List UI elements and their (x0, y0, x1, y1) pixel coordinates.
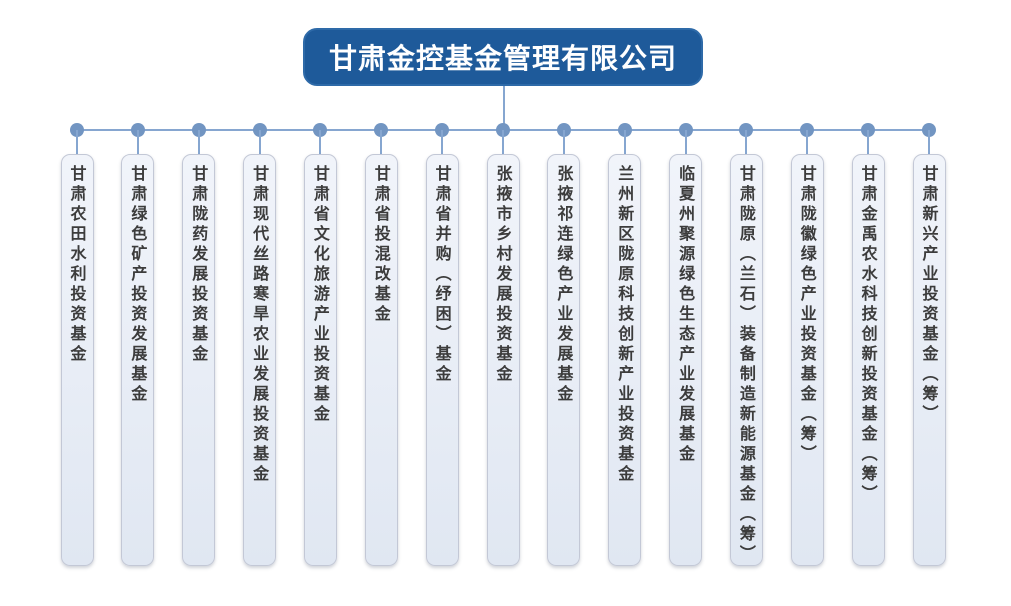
fund-box: 甘肃省并购（纾困）基金 (425, 154, 459, 566)
fund-box: 甘肃新兴产业投资基金（筹） (912, 154, 946, 566)
fund-box: 甘肃现代丝路寒旱农业发展投资基金 (243, 154, 277, 566)
root-stem-line (503, 86, 505, 130)
connector-drop-line (928, 130, 930, 154)
connector-drop-line (319, 130, 322, 154)
fund-box: 甘肃陇原（兰石）装备制造新能源基金（筹） (729, 154, 763, 566)
fund-label: 甘肃省文化旅游产业投资基金 (310, 165, 330, 425)
fund-label: 临夏州聚源绿色生态产业发展基金 (676, 165, 696, 465)
fund-box: 甘肃绿色矿产投资发展基金 (121, 154, 155, 566)
fund-label: 甘肃新兴产业投资基金（筹） (919, 165, 939, 425)
connector-drop-line (258, 130, 261, 154)
fund-box: 甘肃金禹农水科技创新投资基金（筹） (851, 154, 885, 566)
fund-label: 甘肃陇药发展投资基金 (189, 165, 209, 365)
connector-drop-line (745, 130, 748, 154)
fund-label: 兰州新区陇原科技创新产业投资基金 (615, 165, 635, 485)
fund-label: 甘肃陇徽绿色产业投资基金（筹） (797, 165, 817, 465)
connector-drop-line (867, 130, 870, 154)
fund-label: 甘肃金禹农水科技创新投资基金（筹） (858, 165, 878, 505)
connector-drop-line (441, 130, 444, 154)
fund-box: 张掖市乡村发展投资基金 (486, 154, 520, 566)
connector-drop-line (197, 130, 200, 154)
connector-drop-line (562, 130, 565, 154)
fund-box: 甘肃省文化旅游产业投资基金 (303, 154, 337, 566)
fund-label: 甘肃陇原（兰石）装备制造新能源基金（筹） (736, 165, 756, 565)
fund-label: 甘肃绿色矿产投资发展基金 (128, 165, 148, 405)
connector-drop-line (76, 130, 78, 154)
fund-label: 甘肃现代丝路寒旱农业发展投资基金 (250, 165, 270, 485)
connector-drop-line (684, 130, 687, 154)
fund-label: 甘肃省并购（纾困）基金 (432, 165, 452, 385)
connector-drop-line (806, 130, 809, 154)
fund-label: 张掖祁连绿色产业发展基金 (554, 165, 574, 405)
company-root-title: 甘肃金控基金管理有限公司 (328, 42, 677, 75)
fund-box: 张掖祁连绿色产业发展基金 (547, 154, 581, 566)
fund-box: 甘肃陇药发展投资基金 (182, 154, 216, 566)
connector-drop-line (502, 130, 504, 154)
fund-box: 兰州新区陇原科技创新产业投资基金 (608, 154, 642, 566)
fund-label: 甘肃省投混改基金 (371, 165, 391, 325)
fund-label: 甘肃农田水利投资基金 (67, 165, 87, 365)
connector-drop-line (623, 130, 626, 154)
fund-box: 甘肃陇徽绿色产业投资基金（筹） (790, 154, 824, 566)
fund-label: 张掖市乡村发展投资基金 (493, 165, 513, 385)
connector-drop-line (136, 130, 139, 154)
connector-drop-line (380, 130, 383, 154)
fund-box: 甘肃省投混改基金 (364, 154, 398, 566)
fund-box: 临夏州聚源绿色生态产业发展基金 (669, 154, 703, 566)
company-root-box: 甘肃金控基金管理有限公司 (303, 28, 703, 86)
fund-box: 甘肃农田水利投资基金 (60, 154, 94, 566)
